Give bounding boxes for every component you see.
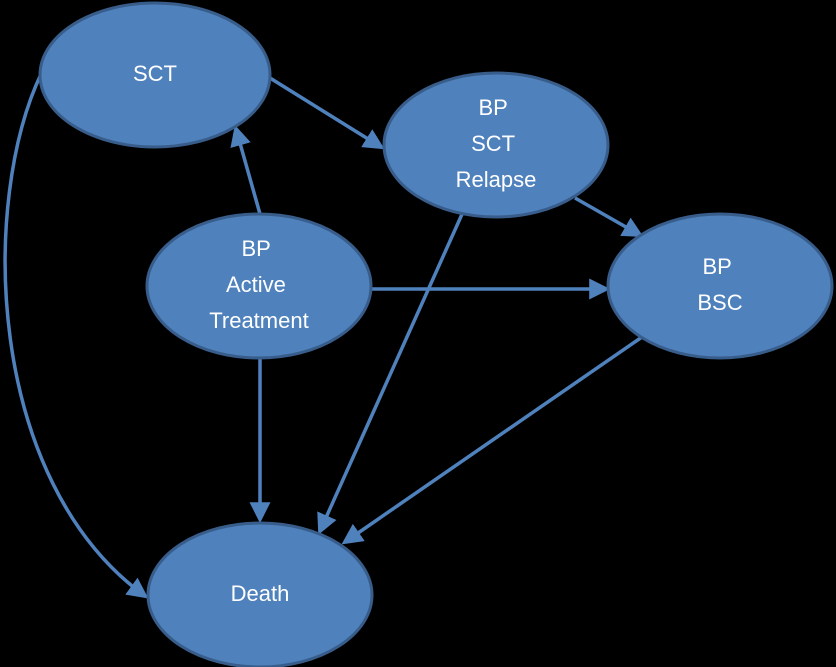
node-death-line-1: Death [231,581,290,606]
node-death: Death [146,521,374,667]
node-bp-active-treatment-line-3: Treatment [209,308,308,333]
node-bp-sct-relapse-line-1: BP [478,95,507,120]
node-bp-active-treatment-shape [145,212,373,360]
node-bp-sct-relapse-line-2: SCT [471,131,515,156]
node-bp-bsc-label: BP BSC [697,254,742,315]
node-bp-bsc-shape [606,212,834,360]
node-bp-active-treatment-line-1: BP [241,236,270,261]
node-sct-shape [38,1,272,149]
edge-bp-sct-relapse-to-death [317,211,465,535]
node-bp-bsc: BP BSC [606,212,834,360]
edges [3,71,644,599]
node-sct: SCT [38,1,272,149]
node-bp-active-treatment: BP Active Treatment [145,212,373,360]
node-bp-active-treatment-line-2: Active [226,272,286,297]
node-bp-sct-relapse-label: BP SCT Relapse [456,95,537,192]
node-sct-line-1: SCT [133,61,177,86]
node-death-label: Death [231,581,290,606]
node-bp-active-treatment-label: BP Active Treatment [209,236,308,333]
edge-bp-bsc-to-death [341,335,643,545]
node-bp-sct-relapse-line-3: Relapse [456,167,537,192]
node-bp-sct-relapse-shape [382,71,610,219]
node-sct-label: SCT [133,61,177,86]
node-bp-bsc-line-1: BP [702,254,731,279]
edge-sct-to-death [3,71,149,599]
edge-bp-sct-relapse-to-bp-bsc [574,196,644,238]
node-bp-bsc-line-2: BSC [697,290,742,315]
node-bp-sct-relapse: BP SCT Relapse [382,71,610,219]
edge-sct-to-bp-sct-relapse [269,76,385,150]
node-death-shape [146,521,374,667]
edge-bp-active-treatment-to-sct [230,124,262,215]
